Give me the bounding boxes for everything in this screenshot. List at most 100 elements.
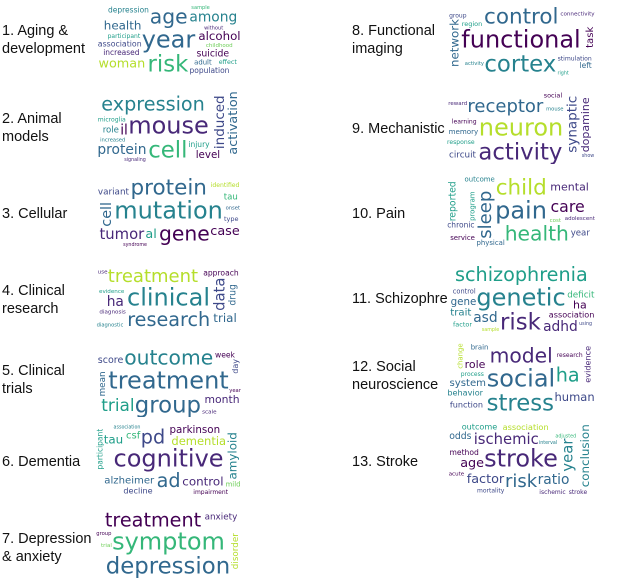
cloud-word: receptor (467, 96, 544, 117)
cloud-word: microglia (98, 116, 126, 123)
cloud-word: participant (96, 429, 104, 470)
cloud-word: learning (452, 118, 477, 125)
cloud-word: activity (465, 61, 484, 67)
cloud-word: outcome (465, 175, 495, 183)
cloud-word: pd (141, 425, 165, 448)
cloud-word: adjusted (555, 434, 576, 440)
cloud-word: show (582, 153, 594, 159)
cloud-word: amyloid (226, 432, 240, 479)
cloud-word: scale (202, 410, 217, 416)
cloud-word: ad (157, 469, 181, 492)
cloud-word: among (189, 10, 237, 26)
cloud-word: risk (505, 471, 538, 492)
cloud-word: association (549, 309, 595, 319)
cloud-word: outcome (462, 423, 498, 432)
cloud-word: asd (473, 310, 497, 326)
cloud-word: region (462, 20, 483, 28)
cloud-word: human (555, 390, 595, 404)
cloud-word: mouse (128, 112, 209, 140)
cloud-word: system (450, 378, 487, 389)
cloud-word: year (142, 26, 196, 54)
cloud-word: trial (101, 543, 112, 549)
topic-label-dementia: 6. Dementia (2, 454, 81, 470)
cloud-word: increased (103, 48, 140, 57)
cloud-word: gene (451, 296, 477, 308)
cloud-word: decline (123, 485, 152, 495)
cloud-word: cortex (484, 52, 556, 77)
cloud-word: drug (228, 284, 239, 306)
cloud-word: task (585, 26, 595, 47)
cloud-word: adhd (543, 319, 578, 334)
cloud-word: protein (97, 142, 146, 158)
cloud-word: activity (478, 140, 562, 165)
cloud-word: treatment (105, 508, 202, 531)
cloud-word: injury (188, 140, 210, 149)
cloud-word: diagnostic (97, 322, 124, 328)
cloud-word: evidence (99, 289, 125, 295)
cloud-word: expression (101, 92, 205, 115)
cloud-word: behavior (447, 387, 483, 397)
cloud-word: clinical (127, 284, 210, 312)
cloud-word: cell (99, 202, 115, 227)
cloud-word: mortality (477, 488, 505, 495)
word-cloud-svg: geneticriskschizophreniaassociationasdad… (450, 263, 595, 334)
cloud-word: without (204, 25, 223, 31)
cloud-word: right (558, 71, 569, 77)
cloud-word: conclusion (578, 424, 592, 487)
cloud-word: syndrome (123, 242, 147, 247)
cloud-word: al (145, 227, 156, 242)
cloud-word: deficit (567, 290, 595, 300)
cloud-word: network (447, 19, 461, 67)
cloud-word: control (182, 474, 223, 488)
cloud-word: year (229, 388, 241, 394)
cloud-word: trait (450, 307, 471, 318)
cloud-word: role (103, 125, 119, 135)
word-cloud-svg: mutationproteingenecelltumorvariantcasea… (98, 176, 240, 247)
cloud-word: symptom (112, 528, 225, 556)
cloud-word: control (484, 5, 559, 30)
cloud-word: ha (573, 299, 587, 312)
cloud-word: type (224, 215, 239, 223)
cloud-word: process (461, 371, 484, 378)
cloud-word: trial (213, 311, 236, 325)
word-cloud-svg: yearriskageassociationalcoholamongwomanh… (98, 4, 241, 76)
cloud-word: sample (482, 327, 499, 333)
cloud-word: research (557, 352, 583, 359)
cloud-word: adolescent (565, 216, 595, 222)
cloud-word: association (114, 425, 141, 431)
cloud-word: anxiety (205, 513, 238, 523)
cloud-word: csf (126, 431, 141, 442)
cloud-word: use (98, 269, 108, 275)
cloud-word: stroke (484, 445, 558, 473)
cloud-word: treatment (108, 367, 228, 395)
cloud-word: service (450, 234, 475, 242)
cloud-word: childhood (206, 43, 233, 49)
cloud-word: schizophrenia (455, 263, 588, 286)
cloud-word: mild (226, 481, 241, 489)
cloud-word: control (453, 288, 476, 296)
cloud-word: evidence (582, 346, 592, 383)
cloud-word: physical (477, 239, 505, 247)
cloud-word: parkinson (170, 424, 221, 436)
cloud-word: protein (131, 176, 207, 201)
topic-label-social-neuroscience: 12. Social neuroscience (352, 359, 439, 393)
cloud-word: year (559, 438, 576, 472)
cloud-word: approach (203, 268, 239, 277)
cloud-word: case (210, 224, 240, 239)
cloud-word: mutation (114, 197, 223, 225)
cloud-word: ischemic_stroke (539, 489, 587, 495)
cloud-word: mental (550, 181, 589, 194)
cloud-word: model (490, 343, 553, 367)
cloud-word: il (120, 122, 128, 138)
topic-label-functional-imaging: 8. Functional imaging (352, 23, 436, 57)
topic-label-depression-anxiety: 7. Depression & anxiety (2, 531, 92, 565)
cloud-word: pain (495, 197, 547, 225)
cloud-word: method (450, 448, 480, 457)
cloud-word: population (190, 66, 230, 75)
